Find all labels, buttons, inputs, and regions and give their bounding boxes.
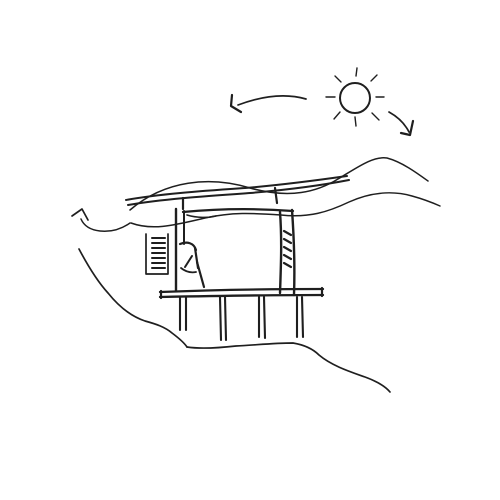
wind-line-lower (130, 192, 441, 228)
window-louvers (145, 233, 169, 275)
roof-upper-edge (125, 175, 348, 201)
floor-top (158, 287, 325, 294)
wind-airflow (71, 157, 441, 232)
sun-path-arrows (229, 93, 415, 137)
floor-platform (158, 286, 325, 300)
roof-support-right (273, 186, 279, 205)
support-stilts (178, 295, 305, 342)
right-arrowhead (399, 119, 415, 137)
wind-line-upper (129, 157, 429, 211)
seat (180, 267, 197, 274)
hillside-slope (78, 248, 391, 393)
left-wall-cap (186, 214, 217, 219)
sun-path-left-arrow-line (237, 95, 307, 106)
wind-arrowhead (71, 208, 89, 221)
window-frame (145, 233, 169, 275)
person-head (178, 241, 198, 252)
sun-path-right-arrow-line (388, 111, 410, 133)
upper-beam (181, 208, 295, 214)
raised-roof (125, 175, 350, 211)
sun (325, 67, 385, 127)
person-leg (195, 260, 206, 289)
person-figure (178, 241, 206, 289)
roof-lower-edge (127, 179, 350, 206)
wall-vent-marks (282, 229, 293, 269)
wind-return-arrow (80, 218, 131, 232)
floor-bottom (158, 293, 325, 299)
right-wall-inner (278, 210, 283, 295)
right-wall-outer (290, 208, 296, 297)
sun-disc (339, 82, 371, 114)
person-arm (184, 255, 193, 268)
sun-rays (325, 67, 385, 127)
left-arrowhead (229, 93, 243, 114)
house-walls (174, 207, 296, 297)
